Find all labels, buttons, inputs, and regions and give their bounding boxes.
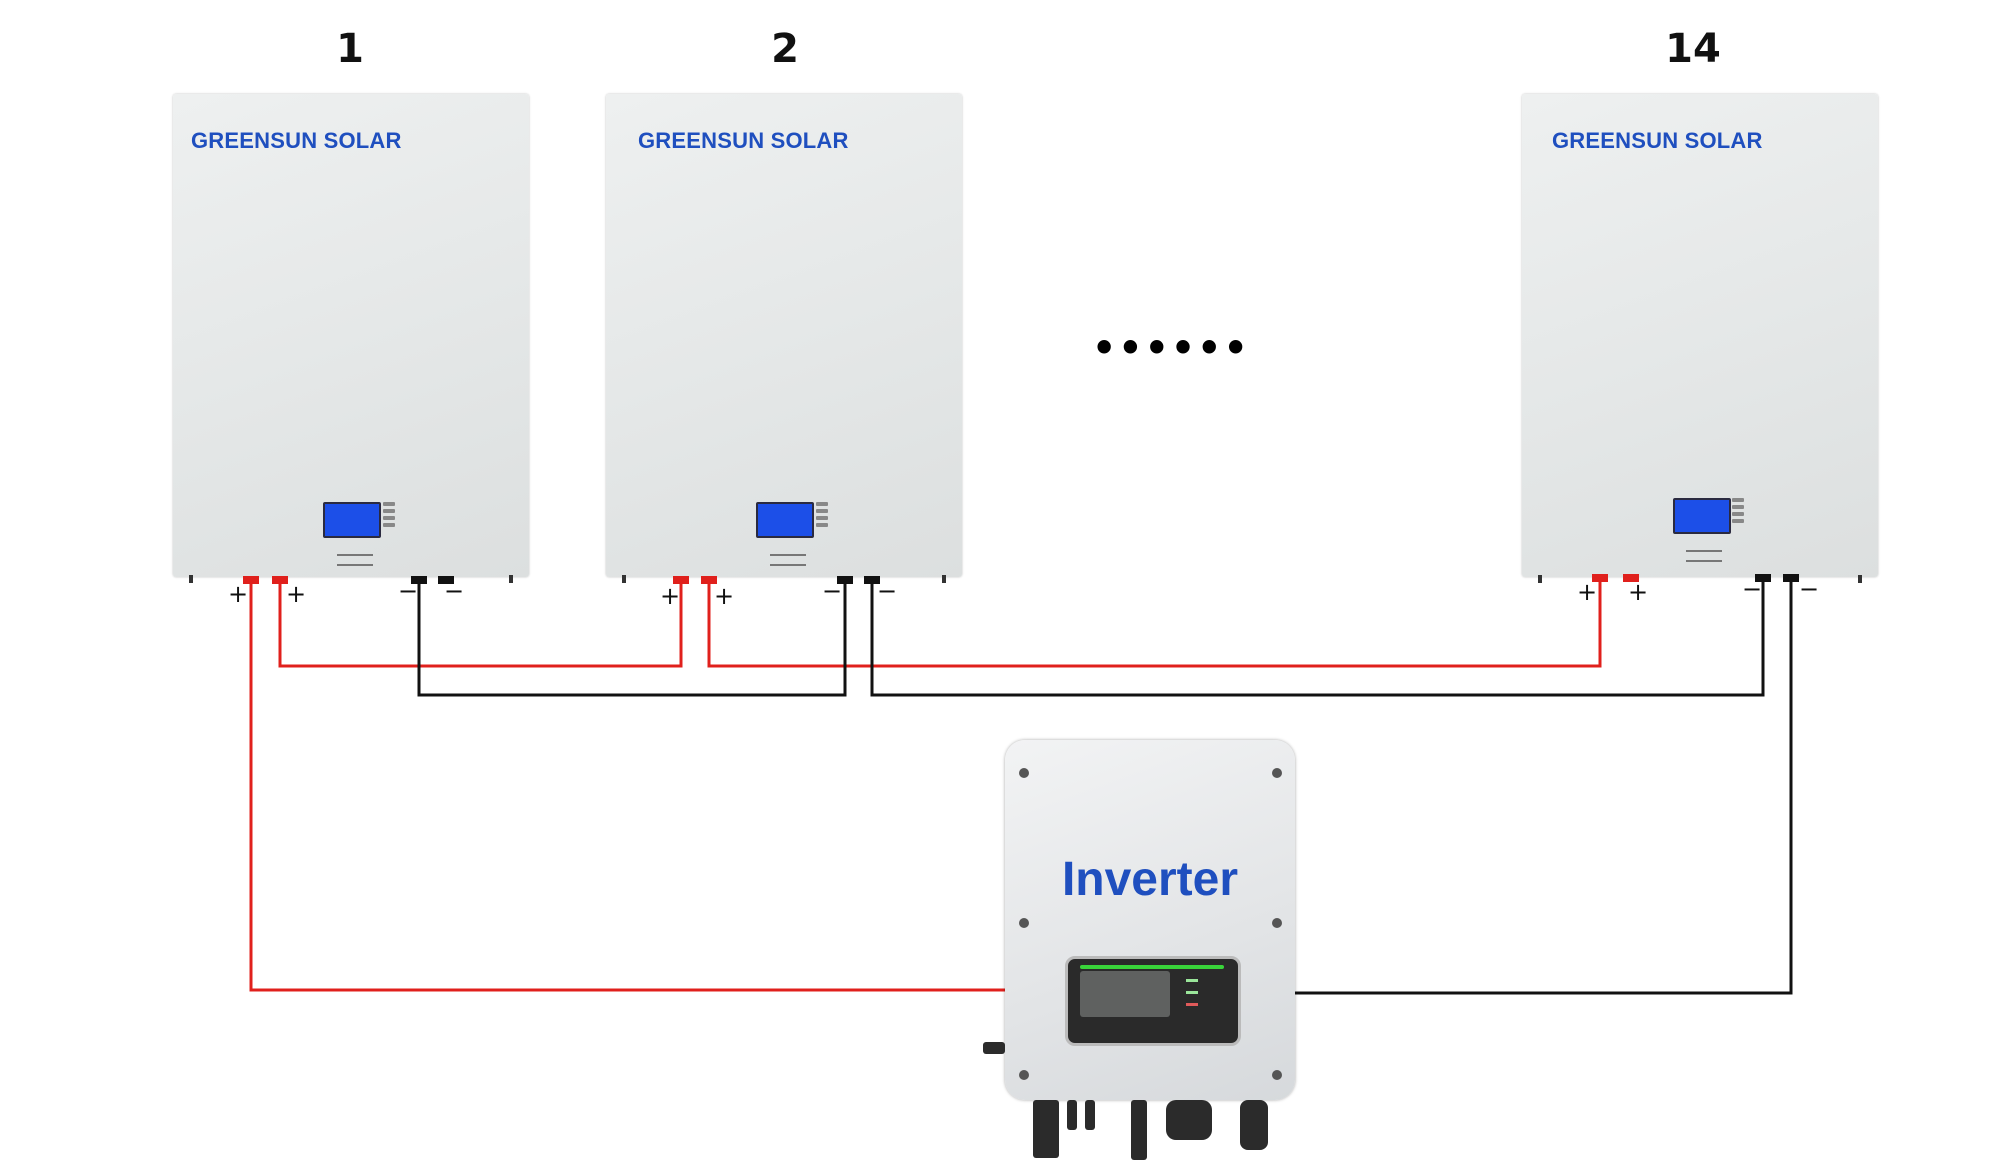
battery-foot [509, 575, 513, 583]
battery-lcd-screen [756, 502, 814, 538]
inverter-label: Inverter [1061, 853, 1239, 906]
inverter-led [1186, 1003, 1198, 1006]
negative-sign: − [444, 577, 465, 605]
positive-sign: + [228, 580, 249, 608]
negative-terminal [411, 576, 427, 584]
battery-14: GREENSUN SOLAR [1522, 94, 1878, 583]
inverter-status-bar [1080, 965, 1224, 969]
inverter-bottom-connector [1166, 1100, 1212, 1140]
inverter-led [1186, 979, 1198, 982]
inverter-screen [1080, 971, 1170, 1017]
positive-terminal [243, 576, 259, 584]
inverter-bottom-connector [1067, 1100, 1077, 1130]
battery-foot [1858, 575, 1862, 583]
inverter-screw [1272, 768, 1282, 778]
inverter-bottom-connector [1131, 1100, 1147, 1160]
battery-number-14: 14 [1665, 26, 1721, 72]
battery-button-column [383, 500, 397, 536]
inverter: Inverter [983, 740, 1295, 1100]
inverter-screw [1019, 768, 1029, 778]
wire-negative-battery2-battery14 [870, 578, 1765, 697]
inverter-screw [1272, 1070, 1282, 1080]
positive-terminal [272, 576, 288, 584]
battery-2: GREENSUN SOLAR [606, 94, 962, 583]
battery-button-column [1732, 496, 1746, 532]
battery-small-logo [337, 554, 373, 566]
inverter-screw [1019, 918, 1029, 928]
battery-foot [189, 575, 193, 583]
wire-negative-battery1-battery2 [417, 578, 847, 697]
more-batteries-ellipsis: •••••• [1092, 326, 1250, 370]
inverter-bottom-connector [1240, 1100, 1268, 1150]
negative-sign: − [877, 577, 898, 605]
inverter-side-connector [983, 1042, 1005, 1054]
negative-terminal [438, 576, 454, 584]
inverter-bottom-connector [1033, 1100, 1059, 1158]
battery-brand: GREENSUN SOLAR [191, 128, 402, 153]
battery-number-2: 2 [771, 26, 799, 72]
positive-sign: + [1577, 578, 1598, 606]
positive-sign: + [286, 580, 307, 608]
wire-positive-battery1-battery2 [278, 578, 683, 668]
positive-terminal [701, 576, 717, 584]
wire-positive-battery1-inverter [249, 578, 1005, 992]
inverter-screw [1019, 1070, 1029, 1080]
battery-lcd-screen [1673, 498, 1731, 534]
positive-sign: + [714, 582, 735, 610]
inverter-display-panel [1065, 956, 1241, 1046]
positive-terminal [1623, 574, 1639, 582]
battery-1: GREENSUN SOLAR [173, 94, 529, 583]
battery-foot [1538, 575, 1542, 583]
battery-brand: GREENSUN SOLAR [1552, 128, 1763, 153]
battery-foot [622, 575, 626, 583]
inverter-screw [1272, 918, 1282, 928]
battery-small-logo [770, 554, 806, 566]
positive-terminal [673, 576, 689, 584]
inverter-led [1186, 991, 1198, 994]
battery-button-column [816, 500, 830, 536]
positive-sign: + [1628, 578, 1649, 606]
negative-terminal [837, 576, 853, 584]
battery-brand: GREENSUN SOLAR [638, 128, 849, 153]
positive-terminal [1592, 574, 1608, 582]
negative-terminal [1783, 574, 1799, 582]
wire-negative-battery14-inverter [1295, 578, 1793, 995]
negative-sign: − [1799, 575, 1820, 603]
battery-number-1: 1 [336, 26, 364, 72]
negative-sign: − [398, 577, 419, 605]
negative-terminal [1755, 574, 1771, 582]
battery-lcd-screen [323, 502, 381, 538]
wire-positive-battery2-battery14 [707, 578, 1602, 668]
inverter-bottom-connector [1085, 1100, 1095, 1130]
battery-foot [942, 575, 946, 583]
battery-small-logo [1686, 550, 1722, 562]
negative-terminal [864, 576, 880, 584]
negative-sign: − [1742, 575, 1763, 603]
positive-sign: + [660, 582, 681, 610]
negative-sign: − [822, 577, 843, 605]
